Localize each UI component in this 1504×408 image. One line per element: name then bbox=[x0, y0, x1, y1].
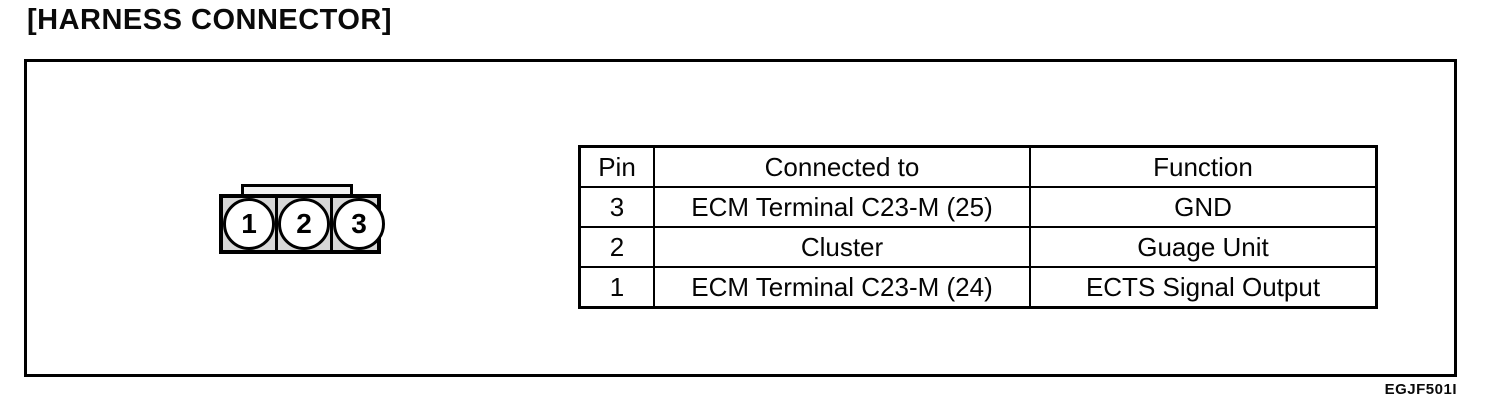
cell-connected-to: ECM Terminal C23-M (25) bbox=[653, 186, 1031, 228]
cell-connected-to: Cluster bbox=[653, 226, 1031, 268]
table-row: 1 ECM Terminal C23-M (24) ECTS Signal Ou… bbox=[578, 266, 1378, 309]
column-header-connected-to: Connected to bbox=[653, 145, 1031, 188]
connector-body: 1 2 3 bbox=[219, 194, 385, 254]
cell-function: ECTS Signal Output bbox=[1029, 266, 1378, 309]
connector-cavity: 2 bbox=[278, 198, 333, 250]
pin-1-terminal: 1 bbox=[223, 198, 275, 250]
cell-pin: 2 bbox=[578, 226, 655, 268]
column-header-pin: Pin bbox=[578, 145, 655, 188]
connector-cavity: 3 bbox=[333, 198, 385, 250]
table-row: 3 ECM Terminal C23-M (25) GND bbox=[578, 186, 1378, 228]
page-title: [HARNESS CONNECTOR] bbox=[27, 4, 393, 36]
pin-2-terminal: 2 bbox=[278, 198, 330, 250]
cell-pin: 1 bbox=[578, 266, 655, 309]
harness-connector-diagram: 1 2 3 bbox=[219, 184, 385, 254]
table-row: 2 Cluster Guage Unit bbox=[578, 226, 1378, 268]
connector-cavity: 1 bbox=[223, 198, 278, 250]
cell-connected-to: ECM Terminal C23-M (24) bbox=[653, 266, 1031, 309]
pinout-table: Pin Connected to Function 3 ECM Terminal… bbox=[578, 145, 1378, 309]
cell-function: GND bbox=[1029, 186, 1378, 228]
pin-3-terminal: 3 bbox=[333, 198, 385, 250]
table-header-row: Pin Connected to Function bbox=[578, 145, 1378, 188]
cell-pin: 3 bbox=[578, 186, 655, 228]
column-header-function: Function bbox=[1029, 145, 1378, 188]
cell-function: Guage Unit bbox=[1029, 226, 1378, 268]
figure-code: EGJF501I bbox=[1384, 381, 1457, 398]
